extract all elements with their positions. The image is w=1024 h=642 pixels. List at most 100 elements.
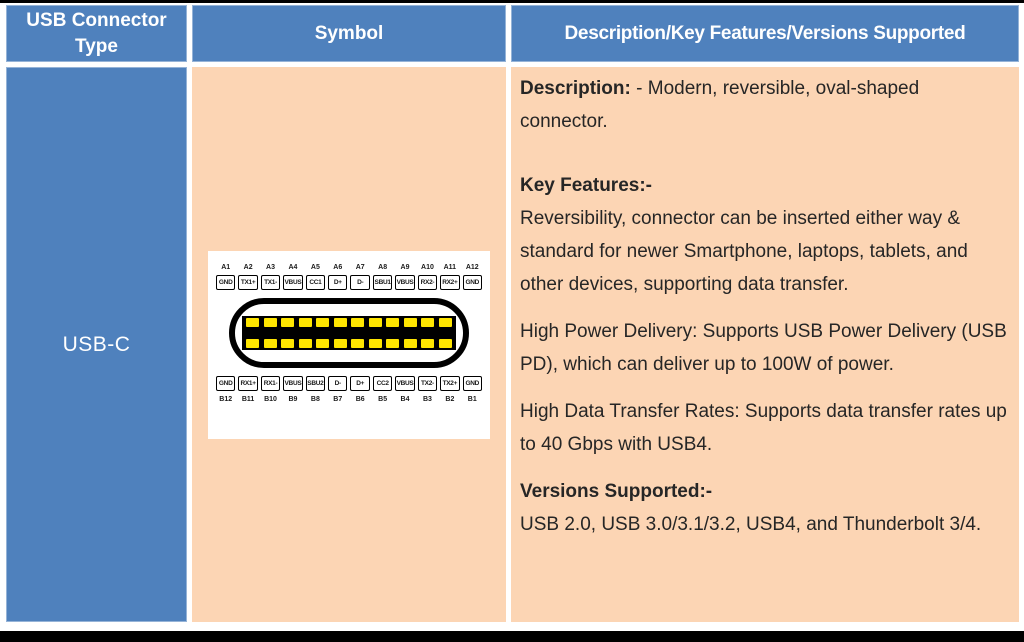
pin-number: A9: [400, 263, 410, 271]
pin-number: A5: [310, 263, 320, 271]
connector-type-label: USB-C: [62, 332, 131, 356]
data-transfer-paragraph: High Data Transfer Rates: Supports data …: [520, 401, 1007, 455]
pin-name-box: RX1-: [260, 375, 281, 391]
contact-pin: [333, 338, 347, 348]
key-features-section: Key Features:- Reversibility, connector …: [520, 169, 1009, 301]
contact-pin: [438, 338, 452, 348]
pin-name-box: CC1: [305, 274, 326, 290]
pin-number: B5: [378, 395, 388, 403]
usb-connector-table: USB Connector Type Symbol Description/Ke…: [6, 5, 1019, 622]
pin-number: B11: [241, 395, 255, 403]
versions-supported-text: USB 2.0, USB 3.0/3.1/3.2, USB4, and Thun…: [520, 514, 982, 535]
contact-pin: [298, 317, 312, 327]
contact-pin: [263, 338, 277, 348]
top-contact-row: [246, 317, 452, 327]
cell-description: Description: - Modern, reversible, oval-…: [511, 67, 1019, 622]
header-symbol: Symbol: [192, 5, 506, 62]
pin-number: B6: [355, 395, 365, 403]
bottom-contact-row: [246, 338, 452, 348]
contact-pin: [333, 317, 347, 327]
pin-number: A1: [221, 263, 231, 271]
pin-number: B2: [445, 395, 455, 403]
pin-name-box: TX2+: [440, 375, 460, 391]
pin-name-box: GND: [462, 274, 482, 290]
pin-number: A12: [465, 263, 479, 271]
pin-name-box: VBUS: [283, 375, 303, 391]
contact-pin: [246, 338, 259, 348]
pin-number: B1: [467, 395, 477, 403]
key-features-text: Reversibility, connector can be inserted…: [520, 208, 968, 295]
table-top-border: [0, 0, 1024, 3]
contact-pin: [368, 317, 382, 327]
pin-name-box: D-: [350, 274, 370, 290]
pin-number: A3: [266, 263, 275, 271]
pin-name-box: D+: [350, 375, 370, 391]
contact-pin: [316, 317, 330, 327]
pin-number: B10: [264, 395, 277, 403]
description-label: Description:: [520, 78, 631, 99]
contact-pin: [316, 338, 330, 348]
contact-pin: [421, 317, 435, 327]
pin-number: A2: [243, 263, 253, 271]
connector-pin-bar: [242, 315, 456, 350]
contact-pin: [298, 338, 312, 348]
contact-pin: [246, 317, 259, 327]
contact-pin: [438, 317, 452, 327]
pin-number: A6: [333, 263, 343, 271]
contact-pin: [351, 317, 365, 327]
header-description-features-versions: Description/Key Features/Versions Suppor…: [511, 5, 1019, 62]
pin-name-box: TX2-: [417, 375, 438, 391]
table-bottom-border: [0, 631, 1024, 642]
pin-name-box: D-: [328, 375, 348, 391]
pin-name-box: VBUS: [395, 274, 415, 290]
contact-pin: [263, 317, 277, 327]
pin-number: A7: [355, 263, 365, 271]
contact-pin: [386, 317, 400, 327]
power-delivery-paragraph: High Power Delivery: Supports USB Power …: [520, 321, 1007, 375]
versions-supported-label: Versions Supported:-: [520, 481, 713, 502]
pin-name-box: SBU2: [305, 375, 326, 391]
pin-name-box: RX2-: [417, 274, 438, 290]
pin-number: B3: [422, 395, 432, 403]
description-paragraph: Description: - Modern, reversible, oval-…: [520, 72, 1009, 138]
pin-name-box: VBUS: [395, 375, 415, 391]
pin-name-box: GND: [216, 375, 236, 391]
contact-pin: [281, 338, 295, 348]
contact-pin: [368, 338, 382, 348]
pin-number: A10: [421, 263, 434, 271]
usb-c-connector-outline: [229, 297, 469, 368]
contact-pin: [281, 317, 295, 327]
contact-pin: [421, 338, 435, 348]
pin-number: B12: [219, 395, 233, 403]
contact-pin: [403, 317, 417, 327]
pin-number: A11: [443, 263, 457, 271]
pin-name-box: D+: [328, 274, 348, 290]
pin-name-box: RX2+: [440, 274, 460, 290]
pin-name-box: VBUS: [283, 274, 303, 290]
pin-number: A4: [288, 263, 298, 271]
pin-name-box: TX1-: [260, 274, 281, 290]
contact-pin: [386, 338, 400, 348]
cell-connector-type: USB-C: [6, 67, 187, 622]
pin-name-box: CC2: [372, 375, 393, 391]
contact-pin: [403, 338, 417, 348]
contact-pin: [351, 338, 365, 348]
pin-name-box: GND: [216, 274, 236, 290]
pin-name-box: GND: [462, 375, 482, 391]
top-pin-number-row: A1 A2 A3 A4 A5 A6 A7 A8 A9 A10 A11 A12: [216, 264, 482, 271]
pin-name-box: TX1+: [238, 274, 258, 290]
pin-name-box: RX1+: [238, 375, 258, 391]
pin-name-box: SBU1: [372, 274, 393, 290]
pin-number: A8: [378, 263, 388, 271]
pin-number: B4: [400, 395, 410, 403]
pin-number: B8: [310, 395, 320, 403]
description-text: - Modern, reversible, oval-shaped connec…: [520, 78, 920, 132]
pin-number: B9: [288, 395, 298, 403]
header-usb-connector-type: USB Connector Type: [6, 5, 187, 62]
